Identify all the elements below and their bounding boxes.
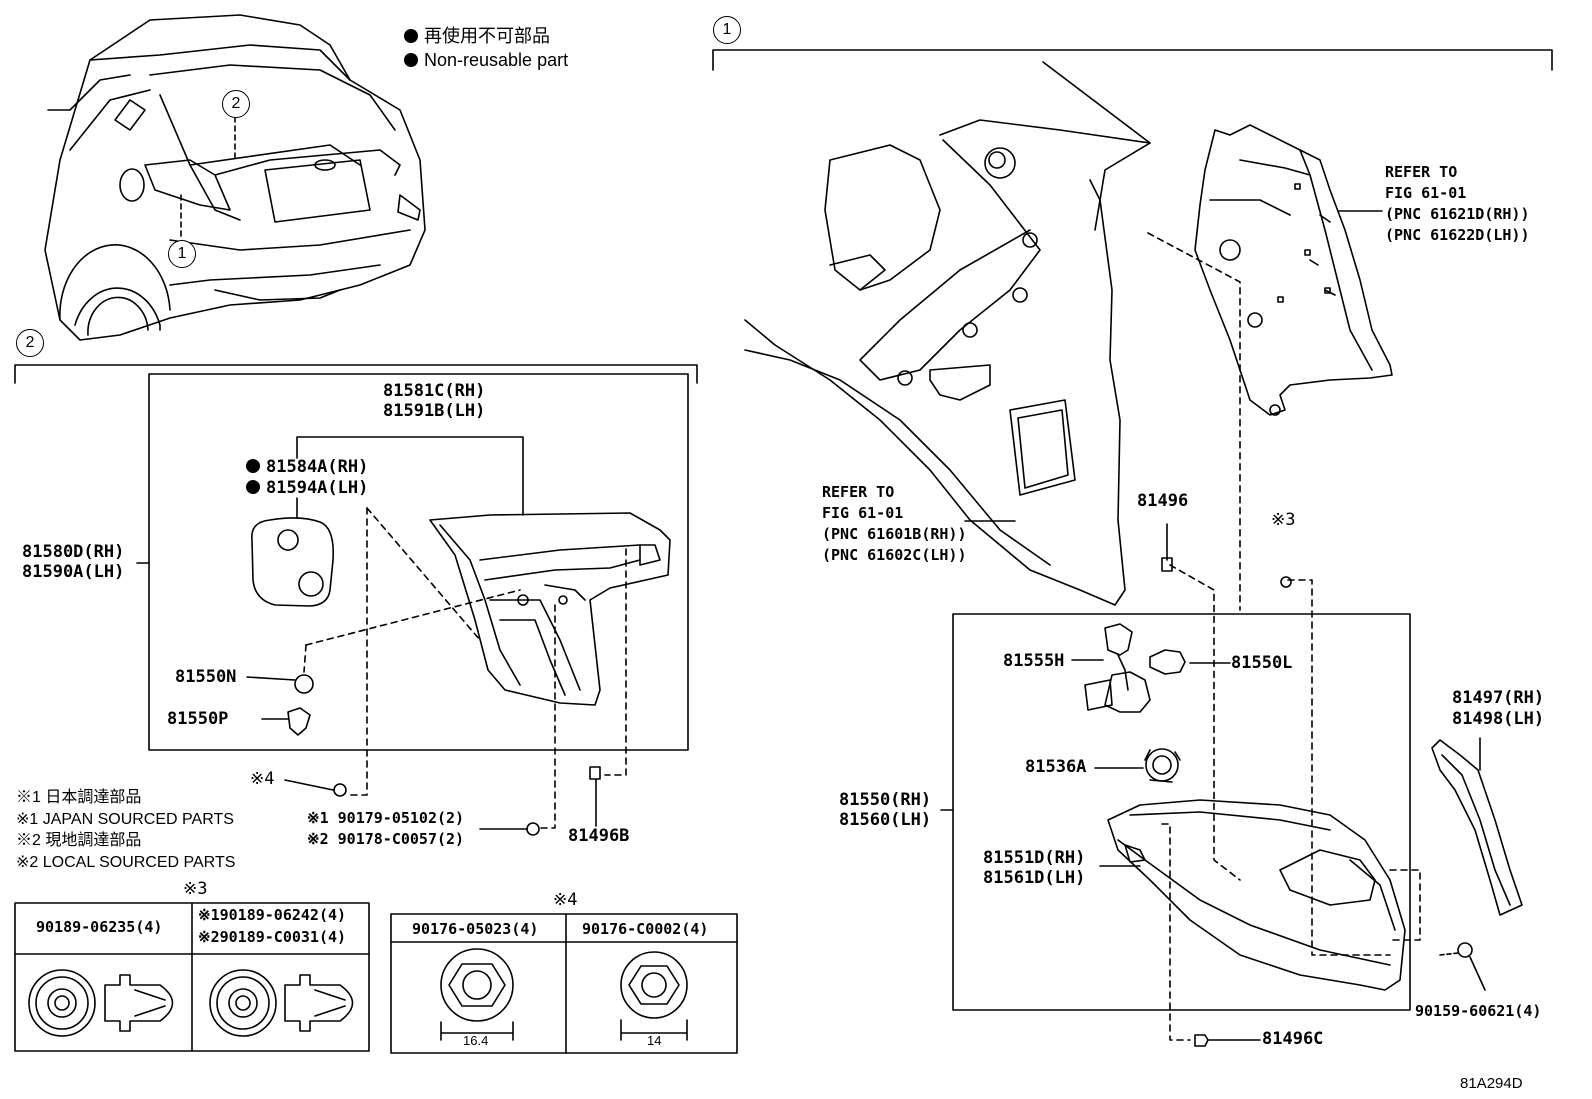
part-81584a-rh: 81584A(RH) xyxy=(246,457,368,478)
part-81584a-rh-text: 81584A(RH) xyxy=(266,457,369,477)
non-reusable-dot-icon xyxy=(404,53,418,67)
car-rear-illustration xyxy=(44,14,426,341)
part-81496c: 81496C xyxy=(1262,1029,1324,1049)
refer-top-line-4: (PNC 61622D(LH)) xyxy=(1385,226,1530,244)
note-2-en: ※2 LOCAL SOURCED PARTS xyxy=(16,854,236,871)
refer-top-line-2: FIG 61-01 xyxy=(1385,184,1467,202)
part-90178: ※2 90178-C0057(2) xyxy=(307,830,465,848)
part-81497-rh: 81497(RH) xyxy=(1452,688,1545,708)
note-1-en: ※1 JAPAN SOURCED PARTS xyxy=(16,811,234,828)
table-3-col-2b: ※290189-C0031(4) xyxy=(198,928,347,946)
table-3-col-1: 90189-06235(4) xyxy=(36,918,163,936)
table-4-dim-2: 14 xyxy=(647,1033,662,1048)
part-90159: 90159-60621(4) xyxy=(1415,1002,1542,1020)
note-1-jp: ※1 日本調達部品 xyxy=(16,789,142,806)
refer-mid: REFER TO FIG 61-01 (PNC 61601B(RH)) (PNC… xyxy=(822,482,967,566)
table-4-col-2: 90176-C0002(4) xyxy=(582,920,709,938)
callout-1-section: 1 xyxy=(713,16,741,44)
table-4-dim-1: 16.4 xyxy=(463,1033,489,1048)
note-2-jp: ※2 現地調達部品 xyxy=(16,832,142,849)
non-reusable-dot-icon xyxy=(404,29,418,43)
part-81498-lh: 81498(LH) xyxy=(1452,709,1545,729)
part-81580d-rh: 81580D(RH) xyxy=(22,542,125,562)
refer-mid-line-1: REFER TO xyxy=(822,483,895,501)
refer-top-line-3: (PNC 61621D(RH)) xyxy=(1385,205,1530,223)
rear-combination-lamp-illustration xyxy=(1107,799,1406,991)
non-reusable-dot-icon xyxy=(246,459,260,473)
part-81555h: 81555H xyxy=(1003,651,1065,671)
legend-en-text: Non-reusable part xyxy=(424,50,569,70)
part-81550-rh: 81550(RH) xyxy=(839,790,932,810)
part-81591b-lh: 81591B(LH) xyxy=(383,401,486,421)
part-81590a-lh: 81590A(LH) xyxy=(22,562,125,582)
table-4-title: ※4 xyxy=(553,890,578,910)
inner-trim-illustration xyxy=(1194,124,1393,416)
part-81581c-rh: 81581C(RH) xyxy=(383,381,486,401)
table-3-col-2a: ※190189-06242(4) xyxy=(198,906,347,924)
part-81550n: 81550N xyxy=(175,667,237,687)
callout-2-section: 2 xyxy=(16,329,44,357)
part-81594a-lh: 81594A(LH) xyxy=(246,478,368,499)
part-81561d-lh: 81561D(LH) xyxy=(983,868,1086,888)
part-81560-lh: 81560(LH) xyxy=(839,810,932,830)
mark-4: ※4 xyxy=(250,769,275,789)
part-81496b: 81496B xyxy=(568,826,630,846)
part-81536a: 81536A xyxy=(1025,757,1087,777)
legend-jp: 再使用不可部品 xyxy=(404,26,550,47)
part-81550l: 81550L xyxy=(1231,653,1293,673)
refer-mid-line-4: (PNC 61602C(LH)) xyxy=(822,546,967,564)
legend-jp-text: 再使用不可部品 xyxy=(424,26,550,46)
figure-code: 81A294D xyxy=(1460,1075,1523,1092)
part-81550p: 81550P xyxy=(167,709,229,729)
callout-1-car: 1 xyxy=(168,240,196,268)
legend-en: Non-reusable part xyxy=(404,50,568,71)
part-81551d-rh: 81551D(RH) xyxy=(983,848,1086,868)
quarter-panel-illustration xyxy=(744,61,1151,606)
table-3-title: ※3 xyxy=(183,879,208,899)
part-81594a-lh-text: 81594A(LH) xyxy=(266,478,369,498)
mark-3: ※3 xyxy=(1271,510,1296,530)
refer-top-line-1: REFER TO xyxy=(1385,163,1458,181)
callout-2-car: 2 xyxy=(222,90,250,118)
part-90179: ※1 90179-05102(2) xyxy=(307,809,465,827)
refer-mid-line-2: FIG 61-01 xyxy=(822,504,904,522)
refer-top: REFER TO FIG 61-01 (PNC 61621D(RH)) (PNC… xyxy=(1385,162,1530,246)
part-81496: 81496 xyxy=(1137,491,1189,511)
table-4-col-1: 90176-05023(4) xyxy=(412,920,539,938)
non-reusable-dot-icon xyxy=(246,480,260,494)
refer-mid-line-3: (PNC 61601B(RH)) xyxy=(822,525,967,543)
